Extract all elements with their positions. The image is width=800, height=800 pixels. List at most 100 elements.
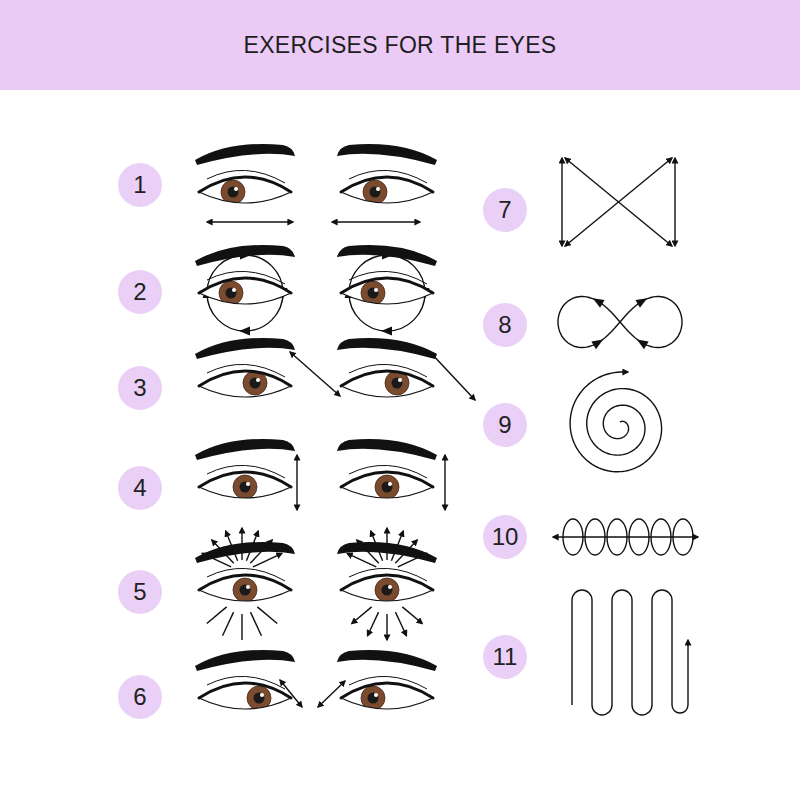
eye-highlight — [246, 585, 250, 589]
pupil — [368, 693, 379, 704]
arrow-head — [591, 336, 605, 349]
iris-group — [233, 578, 257, 602]
bowtie-pattern — [562, 158, 675, 246]
badge-circle — [483, 303, 527, 347]
eye-symbol — [341, 676, 433, 710]
arrow-head — [381, 327, 392, 336]
motion-line — [257, 607, 277, 624]
movement-patterns — [553, 158, 698, 715]
eye-symbol — [341, 465, 433, 499]
iris — [233, 578, 257, 602]
eye-white — [199, 278, 291, 304]
badge-circle — [483, 515, 527, 559]
motion-arrow — [207, 221, 293, 222]
badge-circle — [118, 675, 162, 719]
eyebrow — [337, 650, 437, 671]
motion-line — [250, 612, 261, 636]
eye-white — [341, 177, 433, 203]
badge-circle — [118, 570, 162, 614]
upper-lid — [199, 683, 291, 698]
iris-group — [375, 578, 399, 602]
number-badge: 5 — [118, 570, 162, 614]
motion-arrow — [430, 352, 475, 400]
lower-lid — [199, 192, 291, 203]
pupil — [368, 288, 379, 299]
iris — [375, 578, 399, 602]
pupil — [254, 693, 265, 704]
eye-white — [199, 177, 291, 203]
eyebrow — [337, 439, 437, 460]
upper-lid — [341, 575, 433, 590]
iris — [233, 475, 257, 499]
eyebrow — [195, 542, 295, 563]
number-badge: 9 — [483, 403, 527, 447]
motion-arrow — [386, 528, 387, 560]
callout-number: 2 — [133, 280, 146, 304]
eye-highlight — [260, 693, 264, 697]
eye-white — [199, 371, 291, 397]
exercise-row — [195, 245, 437, 336]
motion-line — [207, 607, 227, 624]
motion-arrow — [565, 158, 672, 246]
callout-number: 5 — [133, 580, 146, 604]
upper-lid — [199, 575, 291, 590]
motion-line — [368, 612, 379, 636]
lower-lid — [341, 590, 433, 601]
number-badge: 7 — [483, 188, 527, 232]
eye-illustrations — [195, 144, 437, 710]
callout-number: 9 — [498, 413, 511, 437]
badge-circle — [118, 366, 162, 410]
number-badge: 2 — [118, 270, 162, 314]
eye-highlight — [232, 288, 236, 292]
lower-lid — [199, 386, 291, 397]
eyebrow — [195, 650, 295, 671]
arrow-head — [635, 336, 649, 349]
eyebrow — [337, 245, 437, 266]
eye-white — [199, 683, 291, 709]
loop-ellipse — [607, 519, 627, 555]
eye-symbol — [341, 364, 433, 397]
serpentine-path — [572, 590, 688, 715]
motion-arrow — [253, 553, 282, 567]
arrow-head — [591, 294, 605, 307]
iris-group — [375, 475, 399, 499]
pupil — [250, 378, 261, 389]
motion-arrow — [226, 531, 238, 561]
lower-lid — [199, 293, 291, 304]
eye-highlight — [256, 378, 260, 382]
loop-ellipse — [629, 519, 649, 555]
loop-ellipse — [585, 519, 605, 555]
eye-highlight — [398, 378, 402, 382]
eye-symbol — [341, 271, 433, 305]
number-badge: 11 — [483, 635, 527, 679]
eye-symbol — [341, 568, 433, 602]
eye-white — [341, 472, 433, 498]
exercise-row — [195, 144, 437, 204]
motion-arrow — [674, 158, 675, 246]
infinity-path — [558, 297, 682, 348]
motion-line — [386, 614, 387, 640]
motion-line — [352, 607, 372, 624]
eyebrow — [195, 338, 295, 359]
motion-arrow — [398, 553, 427, 567]
callout-number: 10 — [492, 525, 519, 549]
motion-arrow — [371, 531, 383, 561]
motion-line — [402, 607, 422, 624]
title-text: EXERCISES FOR THE EYES — [0, 0, 800, 90]
motion-arrow — [553, 536, 698, 537]
pupil — [228, 187, 239, 198]
eyebrow — [195, 245, 295, 266]
lower-lid — [199, 698, 291, 709]
lower-lid — [341, 192, 433, 203]
motion-arrow — [444, 455, 445, 510]
eye-symbol — [199, 465, 291, 499]
pupil — [370, 187, 381, 198]
pupil — [382, 585, 393, 596]
spiral-path — [570, 372, 661, 472]
eye-white — [341, 278, 433, 304]
badge-circle — [118, 163, 162, 207]
upper-lid — [341, 278, 433, 293]
exercise-row — [195, 650, 437, 710]
